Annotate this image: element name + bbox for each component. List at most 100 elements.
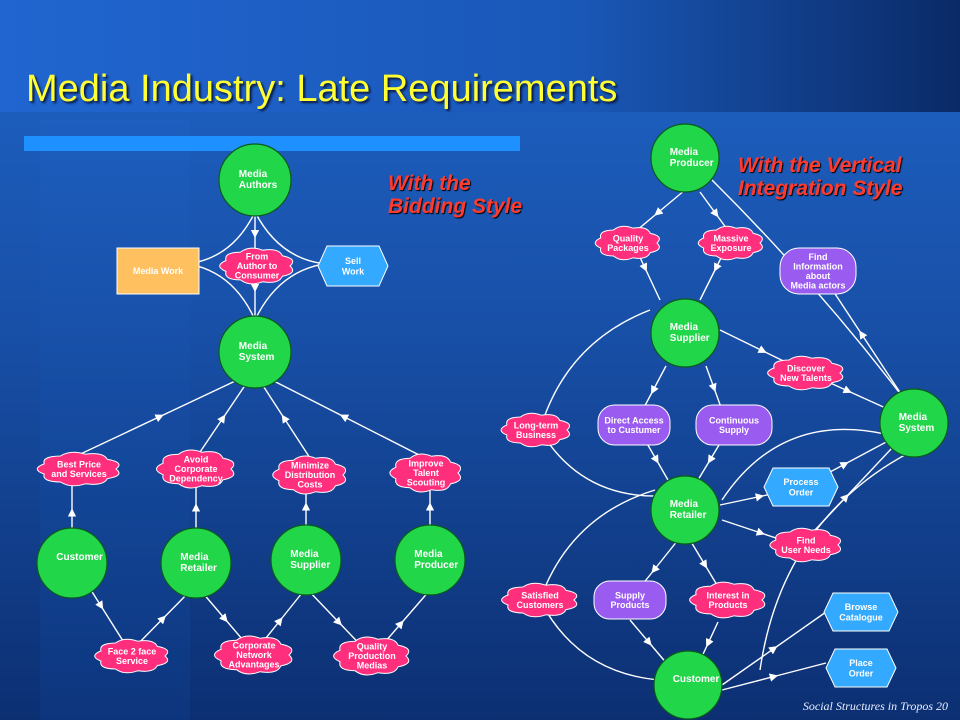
- task-media-work: Media Work: [116, 247, 200, 295]
- actor-customer: Customer: [36, 527, 108, 599]
- dependency-link: [71, 374, 249, 459]
- dependency-link: [721, 611, 827, 686]
- caption-vertical-line2: Integration Style: [738, 177, 903, 200]
- dependency-link: [697, 439, 723, 481]
- footer-text: Social Structures in Tropos: [802, 699, 933, 713]
- dependency-link: [705, 365, 723, 411]
- dependency-link: [257, 377, 311, 459]
- actor-customer: Customer: [653, 650, 723, 720]
- caption-bidding-style: With the Bidding Style: [388, 172, 522, 218]
- dependency-link: [539, 599, 661, 681]
- dependency-link: [721, 428, 886, 501]
- dependency-link: [261, 374, 426, 459]
- node-label: Customer: [56, 552, 103, 563]
- caption-vertical-style: With the Vertical Integration Style: [738, 154, 903, 200]
- slide-footer: Social Structures in Tropos 20: [803, 699, 948, 714]
- caption-vertical-line1: With the Vertical: [738, 154, 902, 177]
- page-number: 20: [936, 699, 948, 713]
- dependency-link: [644, 439, 669, 481]
- dependency-link: [539, 489, 656, 601]
- dependency-link: [629, 619, 669, 666]
- node-label: Media Work: [133, 266, 184, 276]
- dependency-link: [689, 539, 721, 591]
- caption-bidding-line1: With the: [388, 172, 471, 195]
- dependency-link: [721, 662, 827, 691]
- dependency-link: [195, 377, 251, 459]
- node-label: Customer: [673, 674, 720, 685]
- dependency-links: [67, 179, 936, 691]
- slide-title: Media Industry: Late Requirements: [26, 68, 618, 110]
- caption-bidding-line2: Bidding Style: [388, 195, 523, 218]
- title-background: [0, 0, 960, 112]
- dependency-link: [539, 309, 651, 431]
- title-underline: [24, 136, 520, 151]
